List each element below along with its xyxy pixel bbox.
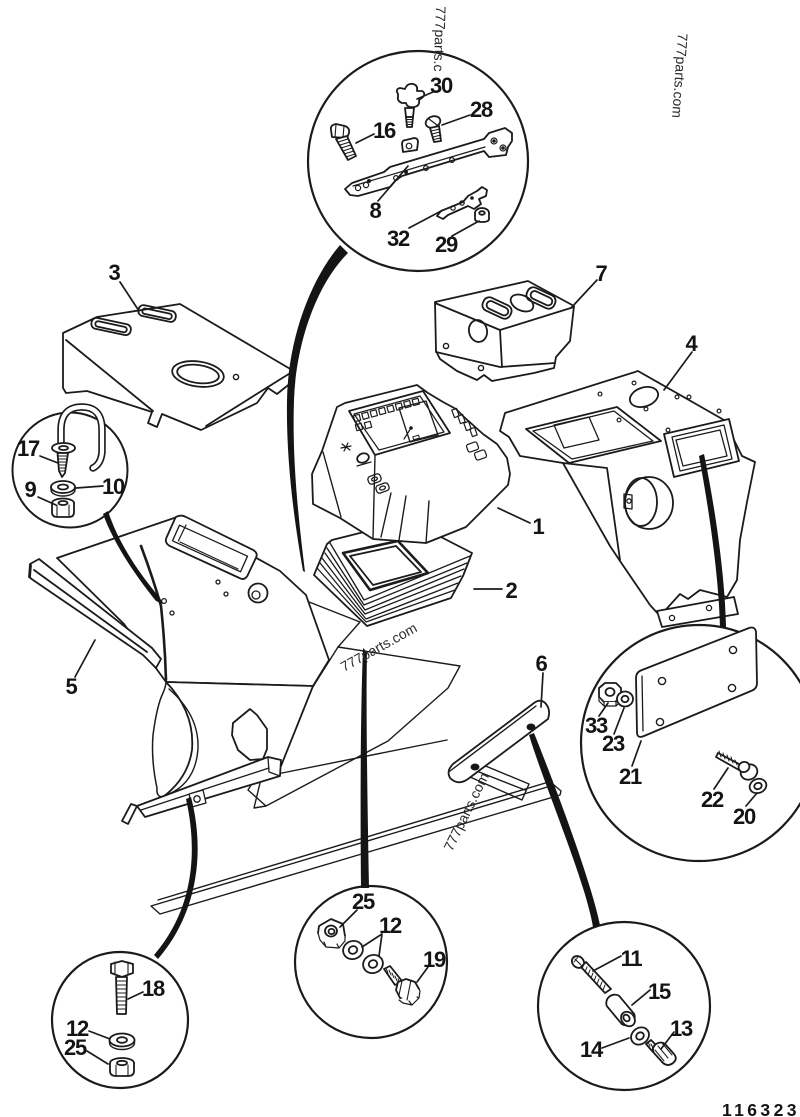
svg-text:12: 12 [379,913,402,938]
svg-text:20: 20 [733,804,756,829]
svg-text:28: 28 [470,97,493,122]
svg-text:11: 11 [621,946,643,971]
svg-text:22: 22 [701,787,724,812]
svg-text:3: 3 [108,260,120,285]
svg-text:777parts.com: 777parts.com [669,33,691,119]
svg-text:7: 7 [595,261,607,286]
svg-text:25: 25 [352,889,375,914]
svg-text:25: 25 [64,1035,87,1060]
svg-text:116323: 116323 [722,1100,800,1117]
svg-text:2: 2 [505,578,517,603]
svg-text:23: 23 [602,731,625,756]
svg-text:13: 13 [670,1016,693,1041]
svg-text:4: 4 [685,331,698,356]
svg-text:12: 12 [66,1016,89,1041]
svg-text:29: 29 [435,232,458,257]
svg-text:16: 16 [373,118,396,143]
svg-text:14: 14 [580,1037,604,1062]
svg-text:21: 21 [619,764,642,789]
svg-text:17: 17 [17,436,40,461]
svg-text:6: 6 [535,651,547,676]
svg-text:9: 9 [24,477,36,502]
svg-text:33: 33 [585,713,608,738]
svg-text:18: 18 [142,976,165,1001]
svg-text:5: 5 [65,674,77,699]
svg-text:10: 10 [102,474,125,499]
svg-text:15: 15 [648,979,671,1004]
svg-text:30: 30 [430,73,453,98]
svg-text:777parts.c: 777parts.c [431,6,449,72]
svg-text:8: 8 [369,198,381,223]
svg-text:32: 32 [387,226,410,251]
svg-text:19: 19 [423,947,446,972]
svg-text:1: 1 [532,514,544,539]
